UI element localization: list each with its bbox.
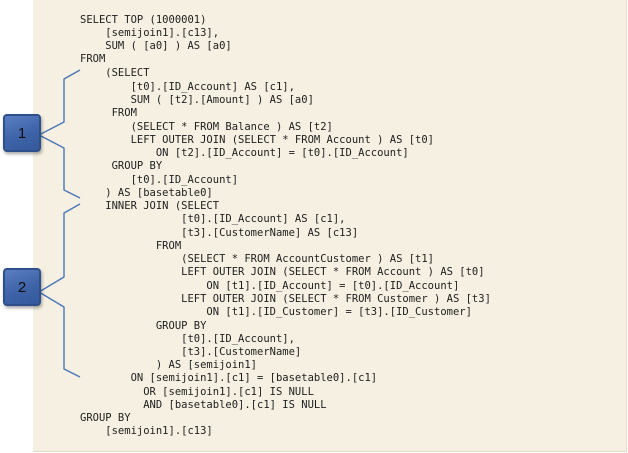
bracket-2 — [38, 203, 81, 378]
callout-badge-1: 1 — [3, 114, 41, 152]
code-line: (SELECT — [80, 67, 150, 79]
code-line: GROUP BY — [80, 160, 163, 172]
code-line: ON [t1].[ID_Customer] = [t3].[ID_Custome… — [80, 306, 472, 318]
sql-code-panel: SELECT TOP (1000001) [semijoin1].[c13], … — [33, 0, 627, 452]
code-line: FROM — [80, 107, 137, 119]
code-line: [t0].[ID_Account], — [80, 333, 295, 345]
code-line: ) AS [basetable0] — [80, 187, 213, 199]
code-line: GROUP BY — [80, 412, 131, 424]
code-line: [t0].[ID_Account] AS [c1], — [80, 81, 295, 93]
code-line: AND [basetable0].[c1] IS NULL — [80, 399, 327, 411]
code-line: LEFT OUTER JOIN (SELECT * FROM Customer … — [80, 293, 491, 305]
code-line: INNER JOIN (SELECT — [80, 200, 220, 212]
code-line: [t0].[ID_Account] AS [c1], — [80, 213, 346, 225]
bracket-1 — [38, 69, 81, 199]
code-line: [t3].[CustomerName] — [80, 346, 302, 358]
callout-badge-2: 2 — [3, 268, 41, 306]
code-line: (SELECT * FROM Balance ) AS [t2] — [80, 121, 333, 133]
code-line: FROM — [80, 53, 106, 65]
code-line: GROUP BY — [80, 320, 207, 332]
code-line: OR [semijoin1].[c1] IS NULL — [80, 386, 314, 398]
code-line: ) AS [semijoin1] — [80, 359, 258, 371]
code-line: (SELECT * FROM AccountCustomer ) AS [t1] — [80, 253, 435, 265]
code-line: SELECT TOP (1000001) — [80, 14, 207, 26]
code-line: [t0].[ID_Account] — [80, 174, 239, 186]
sql-code-block: SELECT TOP (1000001) [semijoin1].[c13], … — [33, 0, 626, 451]
code-line: LEFT OUTER JOIN (SELECT * FROM Account )… — [80, 266, 485, 278]
code-line: [semijoin1].[c13], — [80, 27, 220, 39]
code-line: ON [t1].[ID_Account] = [t0].[ID_Account] — [80, 280, 460, 292]
code-line: [semijoin1].[c13] — [80, 425, 213, 437]
code-line: FROM — [80, 240, 182, 252]
code-line: ON [semijoin1].[c1] = [basetable0].[c1] — [80, 372, 378, 384]
code-line: ON [t2].[ID_Account] = [t0].[ID_Account] — [80, 147, 409, 159]
code-line: SUM ( [t2].[Amount] ) AS [a0] — [80, 94, 314, 106]
code-line: SUM ( [a0] ) AS [a0] — [80, 40, 232, 52]
code-line: LEFT OUTER JOIN (SELECT * FROM Account )… — [80, 134, 435, 146]
code-line: [t3].[CustomerName] AS [c13] — [80, 227, 359, 239]
